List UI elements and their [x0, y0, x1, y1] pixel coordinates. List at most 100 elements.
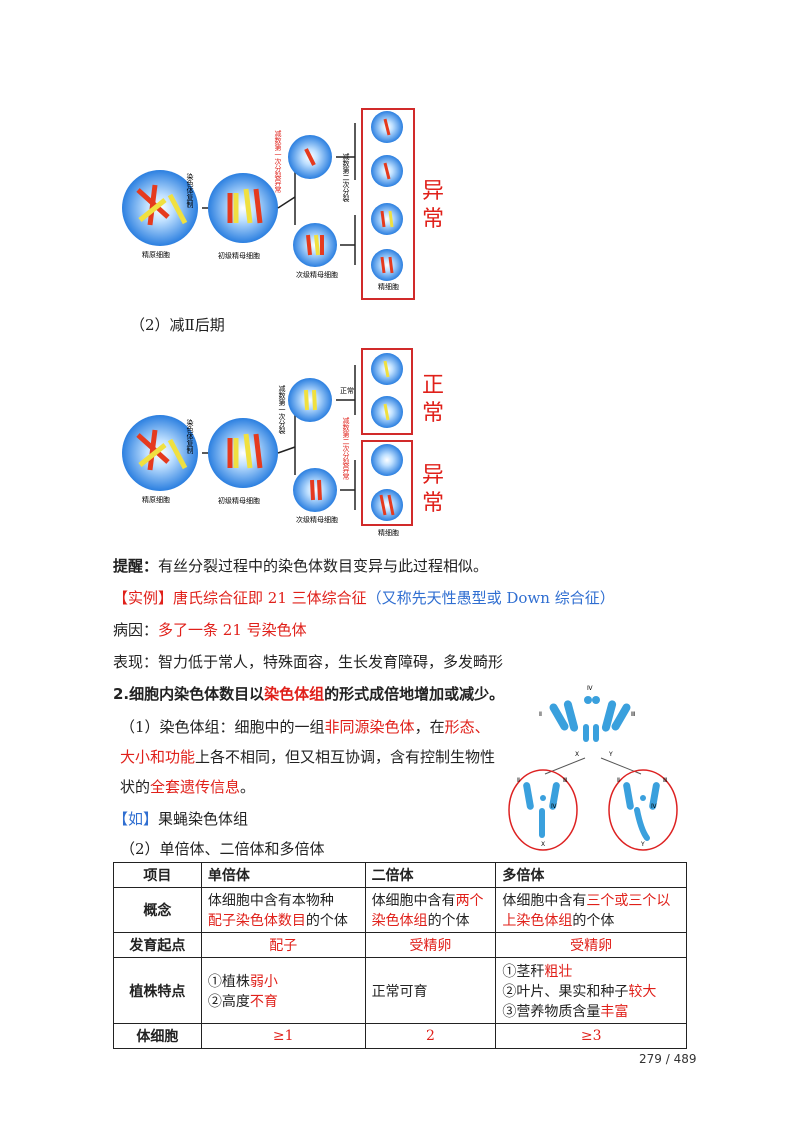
- top-label-x: X: [575, 751, 579, 758]
- header-polyploid: 多倍体: [495, 862, 687, 888]
- diagram1-result: 异常: [422, 179, 445, 232]
- somatic-polyploid: ≥3: [495, 1023, 687, 1049]
- diagram2-result-abnormal: 异常: [422, 463, 445, 516]
- somatic-haploid: ≥1: [200, 1023, 366, 1049]
- def-red-2: 形态、: [444, 718, 490, 736]
- cause-line: 病因：多了一条 21 号染色体: [113, 619, 307, 640]
- tip-label: 提醒：: [113, 557, 159, 575]
- left-label-iv: Ⅳ: [551, 803, 557, 810]
- top-label-ii: Ⅱ: [539, 711, 542, 718]
- label2-secondary: 次级精母细胞: [296, 515, 338, 524]
- label-step1: 染色体复制: [186, 172, 194, 209]
- abnormal-sperm-box: [361, 108, 415, 300]
- definition-line-1: （1）染色体组：细胞中的一组非同源染色体，在形态、: [120, 716, 490, 737]
- label-meiosis2: 减数第二次分裂: [342, 152, 350, 203]
- top-label-y: Y: [608, 751, 613, 758]
- left-label-ii: Ⅱ: [517, 777, 520, 784]
- symptom-label: 表现：: [113, 653, 159, 671]
- symptom-text: 智力低于常人，特殊面容，生长发育障碍，多发畸形: [158, 653, 504, 671]
- example-line: 【实例】唐氏综合征即 21 三体综合征（又称先天性愚型或 Down 综合征）: [113, 587, 615, 608]
- symptom-line: 表现：智力低于常人，特殊面容，生长发育障碍，多发畸形: [113, 651, 503, 672]
- top-label-iv: Ⅳ: [587, 685, 593, 692]
- normal-sperm-box: [361, 348, 413, 435]
- label2-step1: 染色体复制: [186, 418, 194, 455]
- section-title-meiosis2: （2）减Ⅱ后期: [130, 316, 225, 334]
- label-secondary: 次级精母细胞: [296, 270, 338, 279]
- table-row-somatic: 体细胞 ≥1 2 ≥3: [113, 1023, 687, 1049]
- fruit-fly-chromosome-diagram: Ⅳ Ⅱ Ⅲ X Y Ⅱ Ⅲ Ⅳ X Ⅱ Ⅲ Ⅳ Y: [508, 685, 678, 851]
- row-label-traits: 植株特点: [113, 957, 202, 1024]
- primary-cell-2: [208, 418, 278, 488]
- heading-prefix: 2.细胞内染色体数目以: [113, 685, 265, 703]
- origin-polyploid: 受精卵: [495, 932, 687, 958]
- header-haploid: 单倍体: [200, 862, 366, 888]
- heading-chromosome-set: 2.细胞内染色体数目以染色体组的形式成倍地增加或减少。: [113, 683, 504, 704]
- def-text-4: 状的: [120, 778, 151, 796]
- label-meiosis1-error: 减数第一次分裂异常: [274, 129, 282, 194]
- somatic-diploid: 2: [364, 1023, 497, 1049]
- ploidy-table: 项目 单倍体 二倍体 多倍体 概念 体细胞中含有本物种配子染色体数目的个体 体细…: [113, 862, 687, 1049]
- origin-diploid: 受精卵: [364, 932, 497, 958]
- abnormal-sperm-box-2: [361, 440, 413, 526]
- example-title: 唐氏综合征即 21 三体综合征: [173, 589, 367, 607]
- page-number: 279 / 489: [639, 1052, 697, 1066]
- top-label-iii: Ⅲ: [631, 711, 635, 718]
- definition-line-2: 大小和功能上各不相同，但又相互协调，含有控制生物性: [120, 746, 495, 767]
- meiosis-diagram-2: 染色体复制 减数第一次分裂 正常 减数第二次分裂异常 精原细胞 初级精母细胞 次…: [122, 348, 413, 537]
- def-red-4: 全套遗传信息: [150, 778, 241, 796]
- right-label-y: Y: [640, 841, 645, 848]
- secondary-cell-2a: [288, 378, 332, 422]
- def-red-1: 非同源染色体: [324, 718, 415, 736]
- header-item: 项目: [113, 862, 202, 888]
- row-label-concept: 概念: [113, 887, 202, 933]
- def-text-3: 上各不相同，但又相互协调，含有控制生物性: [195, 748, 496, 766]
- label2-normal-branch: 正常: [340, 386, 354, 395]
- example-alias: （又称先天性愚型或 Down 综合征）: [366, 589, 615, 607]
- def-text-2: ，在: [414, 718, 445, 736]
- table-row-concept: 概念 体细胞中含有本物种配子染色体数目的个体 体细胞中含有两个染色体组的个体 体…: [113, 887, 687, 933]
- diagram2-result-normal: 正常: [422, 373, 445, 426]
- row-label-somatic: 体细胞: [113, 1023, 202, 1049]
- def-red-3: 大小和功能: [120, 748, 196, 766]
- example-tag: 【实例】: [113, 589, 174, 607]
- label-sperm: 精细胞: [378, 282, 399, 291]
- cause-label: 病因：: [113, 621, 159, 639]
- label2-sperm: 精细胞: [378, 528, 399, 537]
- table-row-origin: 发育起点 配子 受精卵 受精卵: [113, 932, 687, 958]
- traits-diploid: 正常可育: [364, 957, 497, 1024]
- left-label-x: X: [541, 841, 545, 848]
- fly-example-tag: 【如】: [113, 810, 159, 828]
- label2-meiosis2-error: 减数第二次分裂异常: [342, 416, 350, 481]
- definition-line-3: 状的全套遗传信息。: [120, 776, 255, 797]
- fly-example-line: 【如】果蝇染色体组: [113, 808, 248, 829]
- fly-example-text: 果蝇染色体组: [158, 810, 249, 828]
- right-label-ii: Ⅱ: [617, 777, 620, 784]
- concept-diploid: 体细胞中含有两个染色体组的个体: [364, 887, 497, 933]
- label2-spermatogonium: 精原细胞: [142, 495, 170, 504]
- header-diploid: 二倍体: [364, 862, 497, 888]
- def-text-1: （1）染色体组：细胞中的一组: [120, 718, 325, 736]
- label-spermatogonium: 精原细胞: [142, 250, 170, 259]
- primary-cell: [208, 173, 278, 243]
- def-text-5: 。: [240, 778, 256, 796]
- tip-line: 提醒：有丝分裂过程中的染色体数目变异与此过程相似。: [113, 555, 488, 576]
- heading-suffix: 的形式成倍地增加或减少。: [324, 685, 505, 703]
- label2-meiosis1: 减数第一次分裂: [278, 384, 286, 435]
- left-label-iii: Ⅲ: [563, 777, 567, 784]
- tip-text: 有丝分裂过程中的染色体数目变异与此过程相似。: [158, 557, 489, 575]
- row-label-origin: 发育起点: [113, 932, 202, 958]
- section-title-ploidy: （2）单倍体、二倍体和多倍体: [120, 840, 325, 858]
- right-label-iv: Ⅳ: [651, 803, 657, 810]
- secondary-cell-2b: [293, 468, 337, 512]
- fly-genome-y: [608, 769, 678, 851]
- concept-polyploid: 体细胞中含有三个或三个以上染色体组的个体: [495, 887, 687, 933]
- meiosis-diagram-1: 染色体复制 减数第一次分裂异常 减数第二次分裂 精原细胞 初级精母细胞 次级精母…: [122, 108, 415, 300]
- heading-highlight: 染色体组: [264, 685, 325, 703]
- label-primary: 初级精母细胞: [218, 251, 260, 260]
- origin-haploid: 配子: [200, 932, 366, 958]
- cause-text: 多了一条 21 号染色体: [158, 621, 307, 639]
- right-label-iii: Ⅲ: [663, 777, 667, 784]
- label2-primary: 初级精母细胞: [218, 496, 260, 505]
